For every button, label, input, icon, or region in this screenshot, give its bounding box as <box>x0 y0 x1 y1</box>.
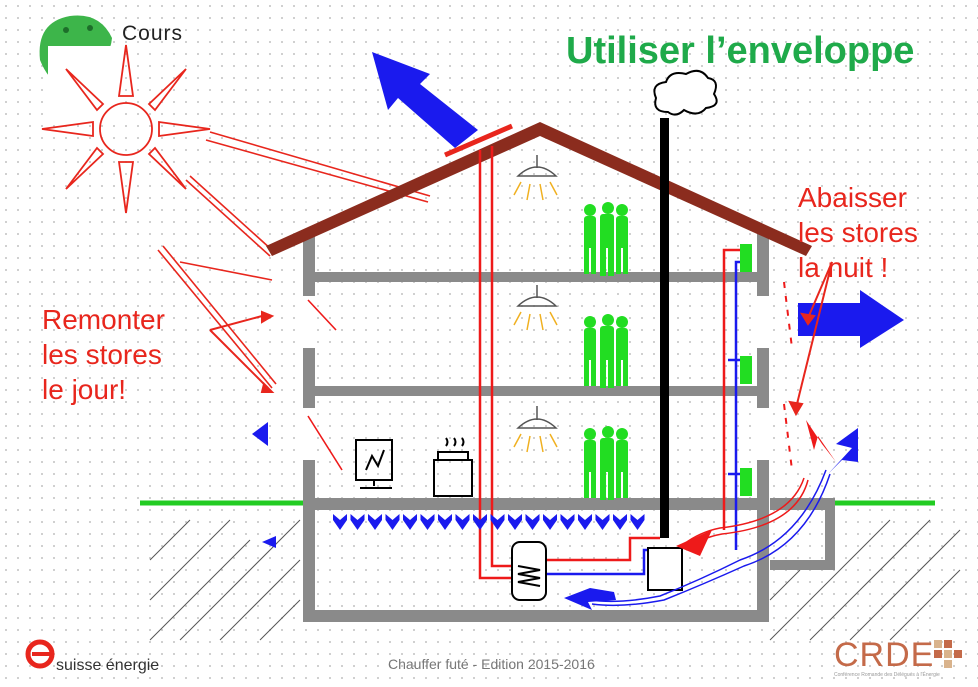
boiler-hot-arrow <box>676 530 712 556</box>
day-annotation: Remonter les stores le jour! <box>42 302 165 407</box>
night-annotation-line-3: la nuit ! <box>798 252 889 283</box>
night-annotation-line-1: Abaisser <box>798 182 907 213</box>
vent-red-arrow <box>806 420 836 462</box>
basement-small-arrow <box>262 536 276 548</box>
cold-air-down-arrow <box>420 514 435 530</box>
day-annotation-line-1: Remonter <box>42 304 165 335</box>
wall-radiators <box>740 244 752 496</box>
cold-air-down-arrow <box>630 514 645 530</box>
intake-arrow <box>828 428 858 474</box>
boiler-icon <box>647 547 683 591</box>
basement-return-arrow <box>564 588 616 610</box>
cold-air-down-arrow <box>613 514 627 530</box>
day-annotation-line-3: le jour! <box>42 374 127 405</box>
water-tank-icon <box>511 541 547 601</box>
crde-logo-icon <box>934 640 962 668</box>
cold-air-down-arrow <box>595 514 610 530</box>
chimney-smoke-icon <box>653 69 718 116</box>
chimney <box>660 118 669 538</box>
hot-water-pipes <box>478 146 740 580</box>
crde-subtitle: Conférence Romande des Délégués à l'Éner… <box>834 672 940 678</box>
suisse-energie-brand: suisse énergie <box>56 657 160 674</box>
windows <box>301 296 771 460</box>
page-title: Utiliser l’enveloppe <box>566 30 915 72</box>
day-annotation-line-2: les stores <box>42 339 162 370</box>
lamp-icon <box>513 155 558 201</box>
night-annotation-line-2: les stores <box>798 217 918 248</box>
lamp-icon <box>513 285 558 331</box>
cold-air-down-arrow <box>368 514 382 530</box>
cold-air-down-arrow <box>438 514 452 530</box>
suisse-energie-logo-icon <box>25 639 55 669</box>
small-left-arrow <box>252 422 268 446</box>
cold-air-down-arrow <box>525 514 540 530</box>
cold-air-down-arrow <box>455 514 470 530</box>
footer-edition: Chauffer futé - Edition 2015-2016 <box>388 656 595 672</box>
cours-logo-icon <box>39 15 118 116</box>
cold-air-down-arrow <box>385 514 400 530</box>
ground <box>140 500 961 641</box>
sun-rays <box>157 131 431 389</box>
night-annotation: Abaisser les stores la nuit ! <box>798 180 918 285</box>
cold-air-down-arrow <box>333 514 347 530</box>
cold-air-down-arrow <box>508 514 522 530</box>
cold-water-pipes <box>546 260 746 576</box>
night-shutters <box>783 281 793 471</box>
people-icon <box>584 314 628 388</box>
cold-air-arrows <box>333 514 645 530</box>
warm-air-escape-arrow <box>372 52 478 148</box>
roof <box>266 122 812 256</box>
cold-air-down-arrow <box>490 514 505 530</box>
cold-air-down-arrow <box>350 514 365 530</box>
cold-air-down-arrow <box>473 514 487 530</box>
day-shutters <box>307 299 343 471</box>
radiator-icon <box>433 437 473 497</box>
cold-air-down-arrow <box>403 514 417 530</box>
lamp-icon <box>513 406 558 453</box>
people-icon <box>584 426 628 500</box>
annotation-pointers <box>209 261 833 417</box>
people-icon <box>584 202 628 276</box>
computer-icon <box>355 439 393 489</box>
cold-air-down-arrow <box>560 514 575 530</box>
cold-air-down-arrow <box>543 514 557 530</box>
course-label: Cours <box>122 22 184 45</box>
night-heat-loss-arrow <box>798 290 904 348</box>
sun-icon <box>41 44 211 214</box>
cold-air-down-arrow <box>578 514 592 530</box>
crde-brand: CRDE <box>834 636 935 674</box>
